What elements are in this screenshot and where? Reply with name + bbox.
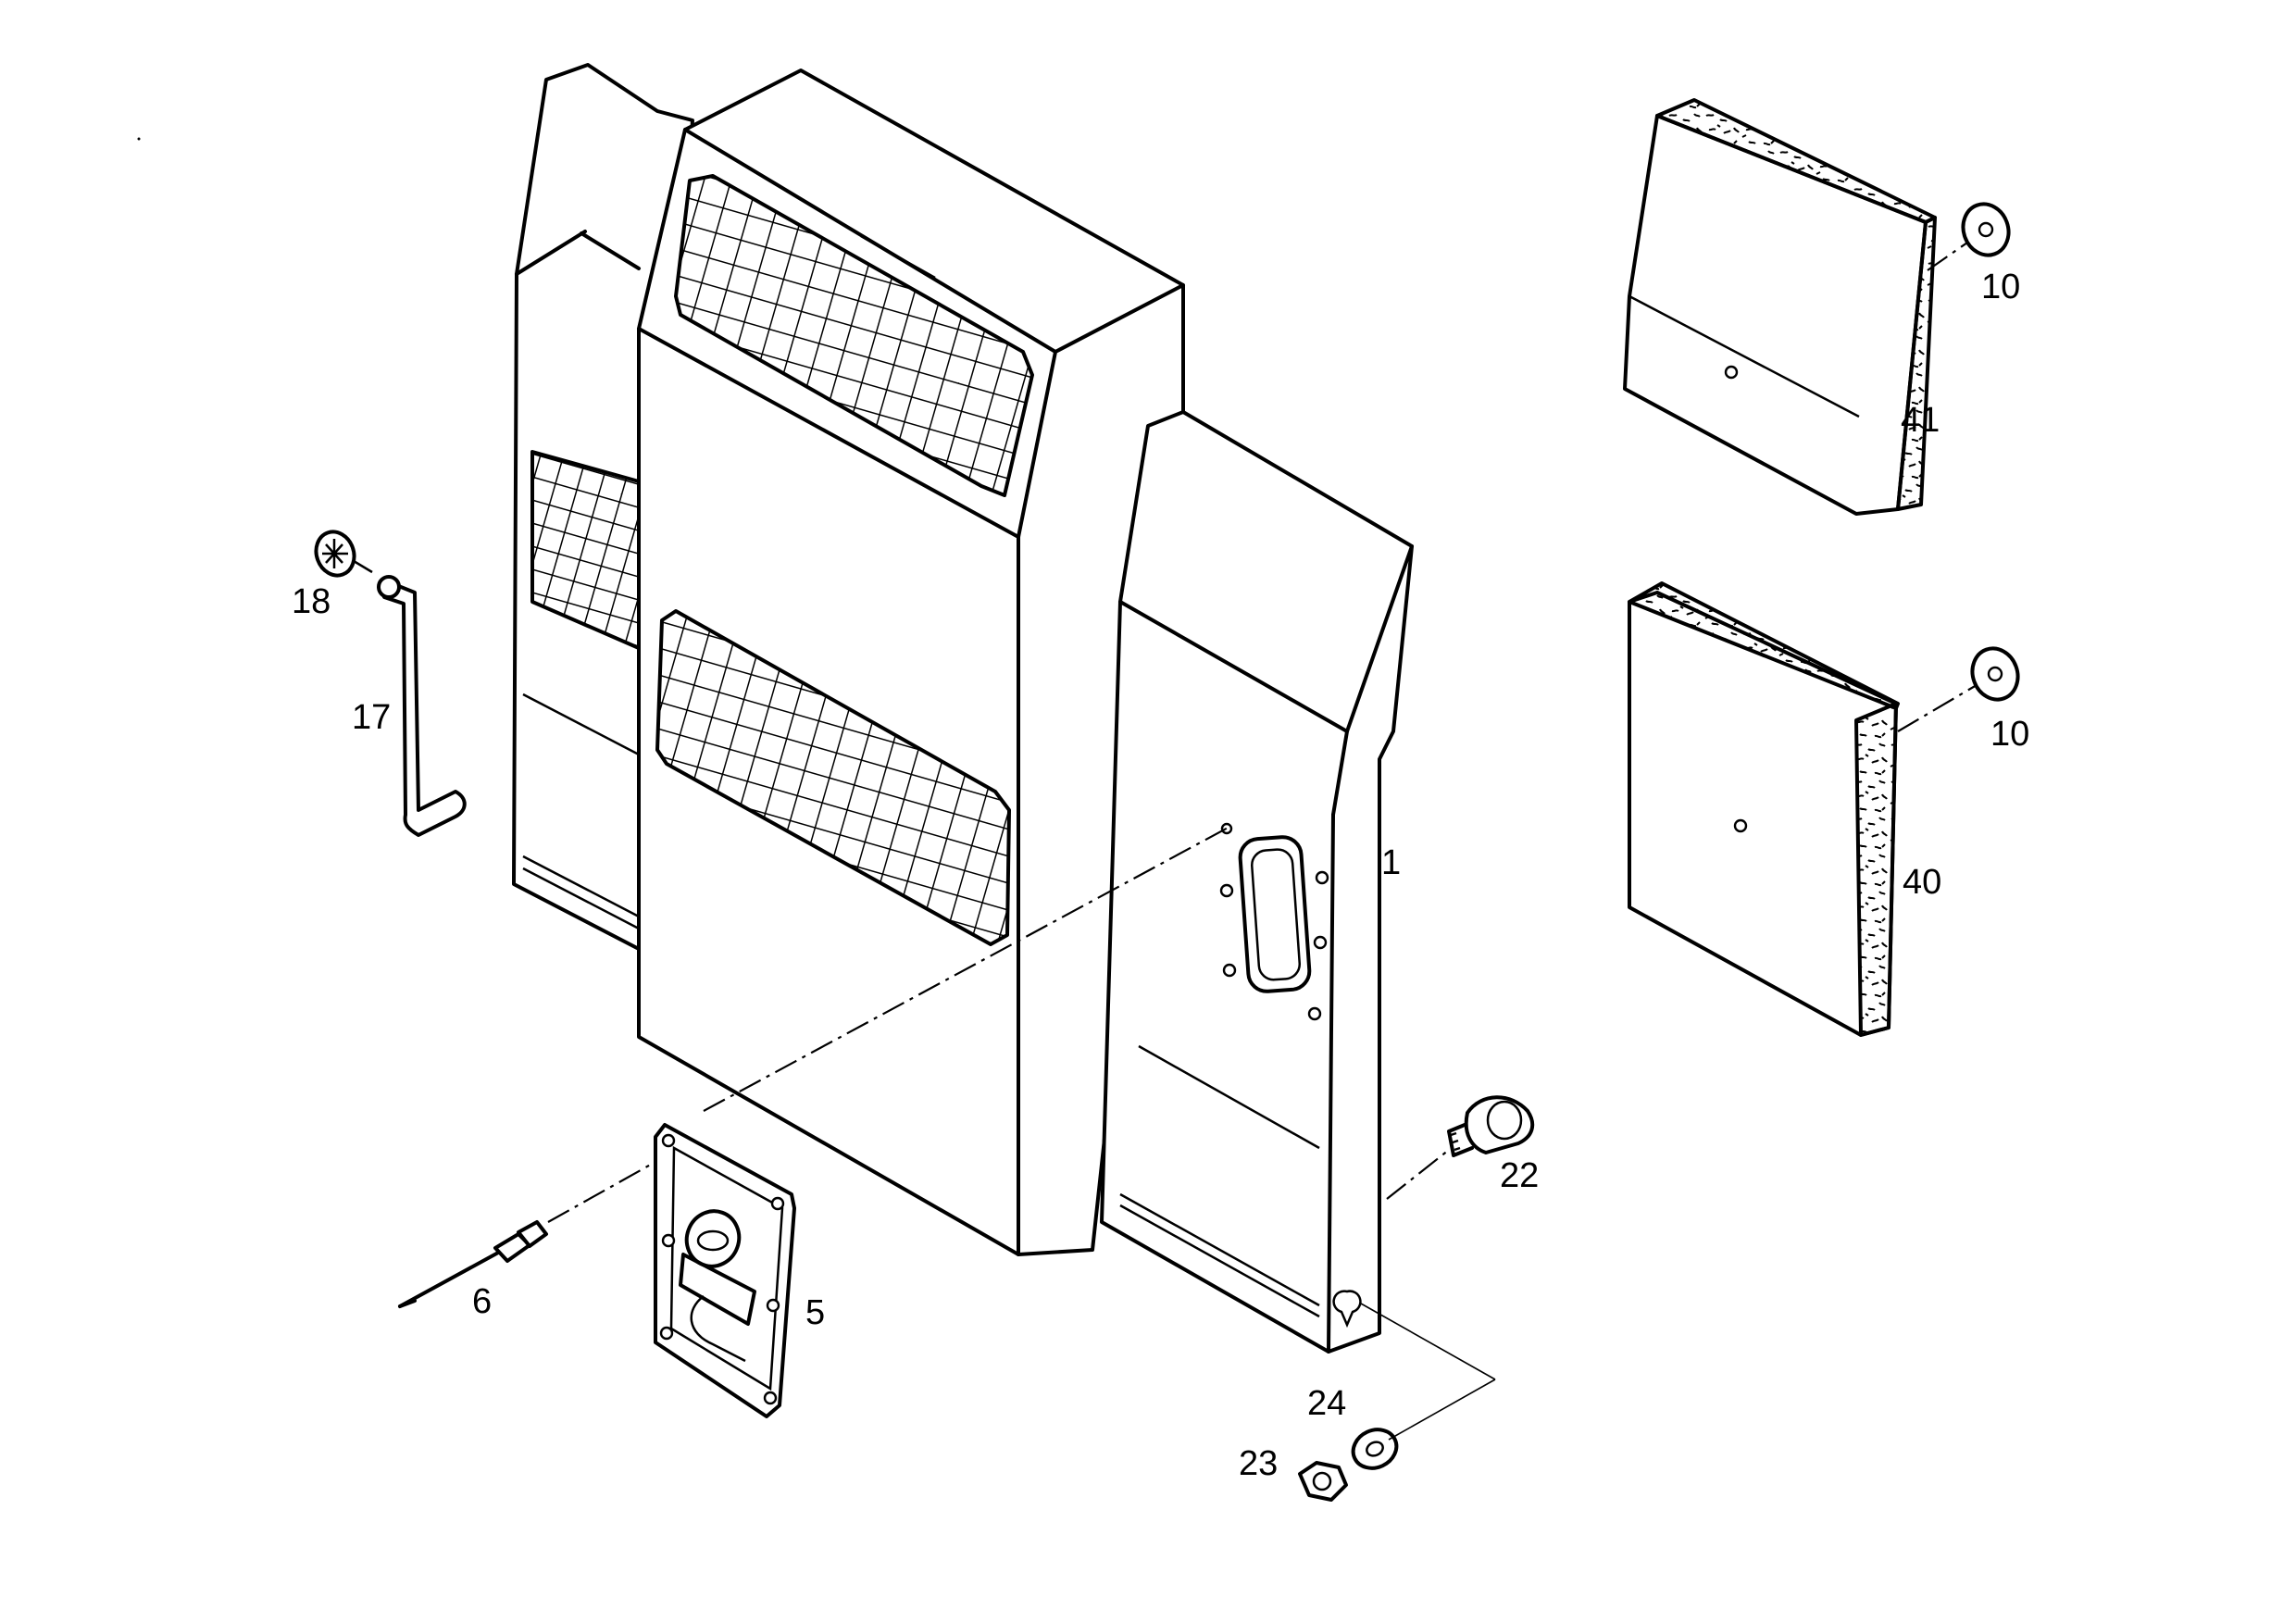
callout-10-bottom: 10 bbox=[1990, 715, 2029, 754]
foam-pad-top bbox=[1623, 98, 1937, 516]
callout-5: 5 bbox=[805, 1293, 825, 1332]
star-washer bbox=[314, 530, 373, 578]
callout-40: 40 bbox=[1903, 863, 1941, 902]
hook-rod bbox=[377, 575, 467, 837]
callout-6: 6 bbox=[472, 1282, 492, 1321]
keyhole-slot bbox=[1332, 1290, 1362, 1329]
callout-41: 41 bbox=[1901, 401, 1940, 440]
bolt bbox=[1447, 1095, 1535, 1157]
foam-pad-bottom bbox=[1628, 581, 1900, 1037]
callout-labels: 1 5 6 10 10 17 18 22 23 24 40 41 bbox=[292, 268, 2029, 1483]
callout-10-top: 10 bbox=[1981, 268, 2020, 306]
callout-18: 18 bbox=[292, 582, 331, 621]
rivet-pin bbox=[398, 1220, 548, 1308]
grommet-top bbox=[1961, 202, 2011, 257]
callout-1: 1 bbox=[1381, 843, 1401, 882]
lower-mesh-grille bbox=[655, 609, 1011, 946]
flat-washer bbox=[1351, 1428, 1399, 1470]
callout-24: 24 bbox=[1307, 1384, 1346, 1423]
callout-22: 22 bbox=[1500, 1156, 1539, 1195]
hex-nut bbox=[1298, 1461, 1348, 1502]
callout-17: 17 bbox=[352, 698, 391, 737]
center-panel bbox=[637, 69, 1185, 1256]
right-front-panel bbox=[1100, 410, 1414, 1354]
callout-23: 23 bbox=[1239, 1444, 1278, 1483]
grommet-bottom bbox=[1970, 646, 2020, 702]
leader-lines bbox=[547, 242, 1978, 1441]
stray-dot bbox=[137, 137, 141, 141]
access-plate bbox=[654, 1123, 796, 1418]
top-mesh-grille bbox=[674, 174, 1034, 497]
guard-assembly bbox=[512, 63, 1414, 1354]
